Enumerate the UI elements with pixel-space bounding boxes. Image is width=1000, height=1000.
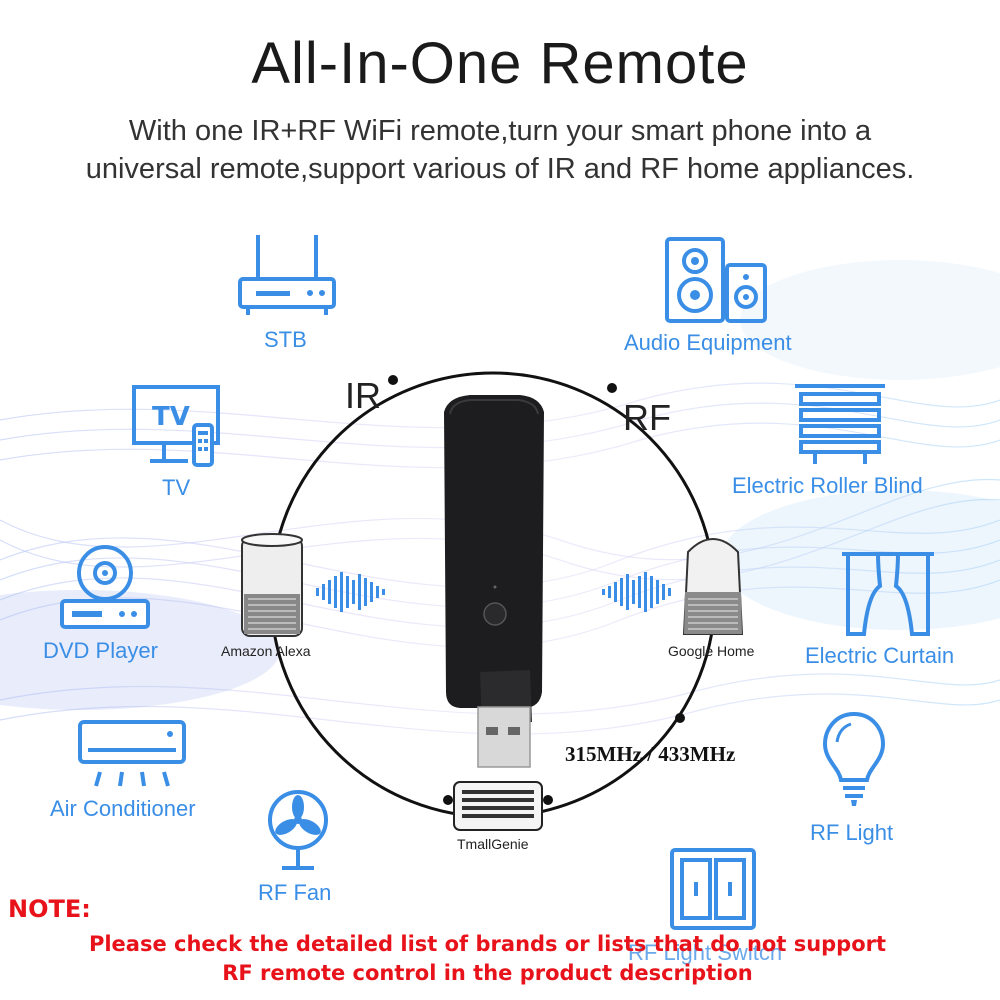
google-home-speaker-icon [682, 538, 744, 635]
rf-label: RF [623, 397, 671, 438]
note-line-1: Please check the detailed list of brands… [88, 932, 887, 956]
tv-icon-text: TV [152, 402, 190, 432]
frequency-label: 315MHz / 433MHz [565, 742, 736, 766]
electric-curtain-label: Electric Curtain [805, 643, 955, 668]
dongle-button [483, 602, 507, 626]
dvd-player-label: DVD Player [43, 638, 158, 663]
amazon-alexa-label: Amazon Alexa [221, 643, 311, 659]
note-heading: NOTE: [8, 895, 91, 923]
tv-label: TV [162, 475, 191, 500]
subtitle-line-1: With one IR+RF WiFi remote,turn your sma… [128, 115, 872, 147]
tv-icon: TV [132, 385, 220, 467]
electric-roller-blind-label: Electric Roller Blind [732, 473, 923, 498]
light-switch-icon [670, 848, 756, 930]
air-conditioner-icon [78, 720, 186, 787]
google-home-label: Google Home [668, 643, 755, 659]
roller-blind-icon [795, 384, 885, 464]
audio-equipment-icon [665, 237, 767, 323]
ir-label: IR [345, 375, 381, 416]
note-line-2: RF remote control in the product descrip… [222, 961, 753, 985]
rf-fan-label: RF Fan [258, 880, 332, 905]
sound-wave-left-icon [316, 572, 385, 612]
subtitle-line-2: universal remote,support various of IR a… [85, 153, 915, 185]
audio-equipment-label: Audio Equipment [624, 330, 792, 355]
rf-light-switch-label: RF Light Switch [628, 940, 783, 965]
curtain-icon [842, 552, 934, 636]
tmallgenie-label: TmallGenie [457, 836, 529, 852]
amazon-alexa-speaker-icon [241, 533, 303, 637]
sound-wave-right-icon [602, 572, 671, 612]
stb-label: STB [264, 327, 307, 352]
light-bulb-icon [822, 711, 886, 806]
set-top-box-icon [238, 235, 336, 315]
usb-dongle [444, 395, 544, 768]
tmallgenie-speaker-icon [453, 781, 543, 831]
air-conditioner-label: Air Conditioner [50, 796, 196, 821]
page-title: All-In-One Remote [251, 31, 749, 96]
page-subtitle: With one IR+RF WiFi remote,turn your sma… [20, 112, 980, 188]
rf-light-label: RF Light [810, 820, 894, 845]
note-body: Please check the detailed list of brands… [0, 930, 975, 988]
fan-icon [268, 790, 328, 870]
dvd-player-icon [60, 545, 150, 629]
